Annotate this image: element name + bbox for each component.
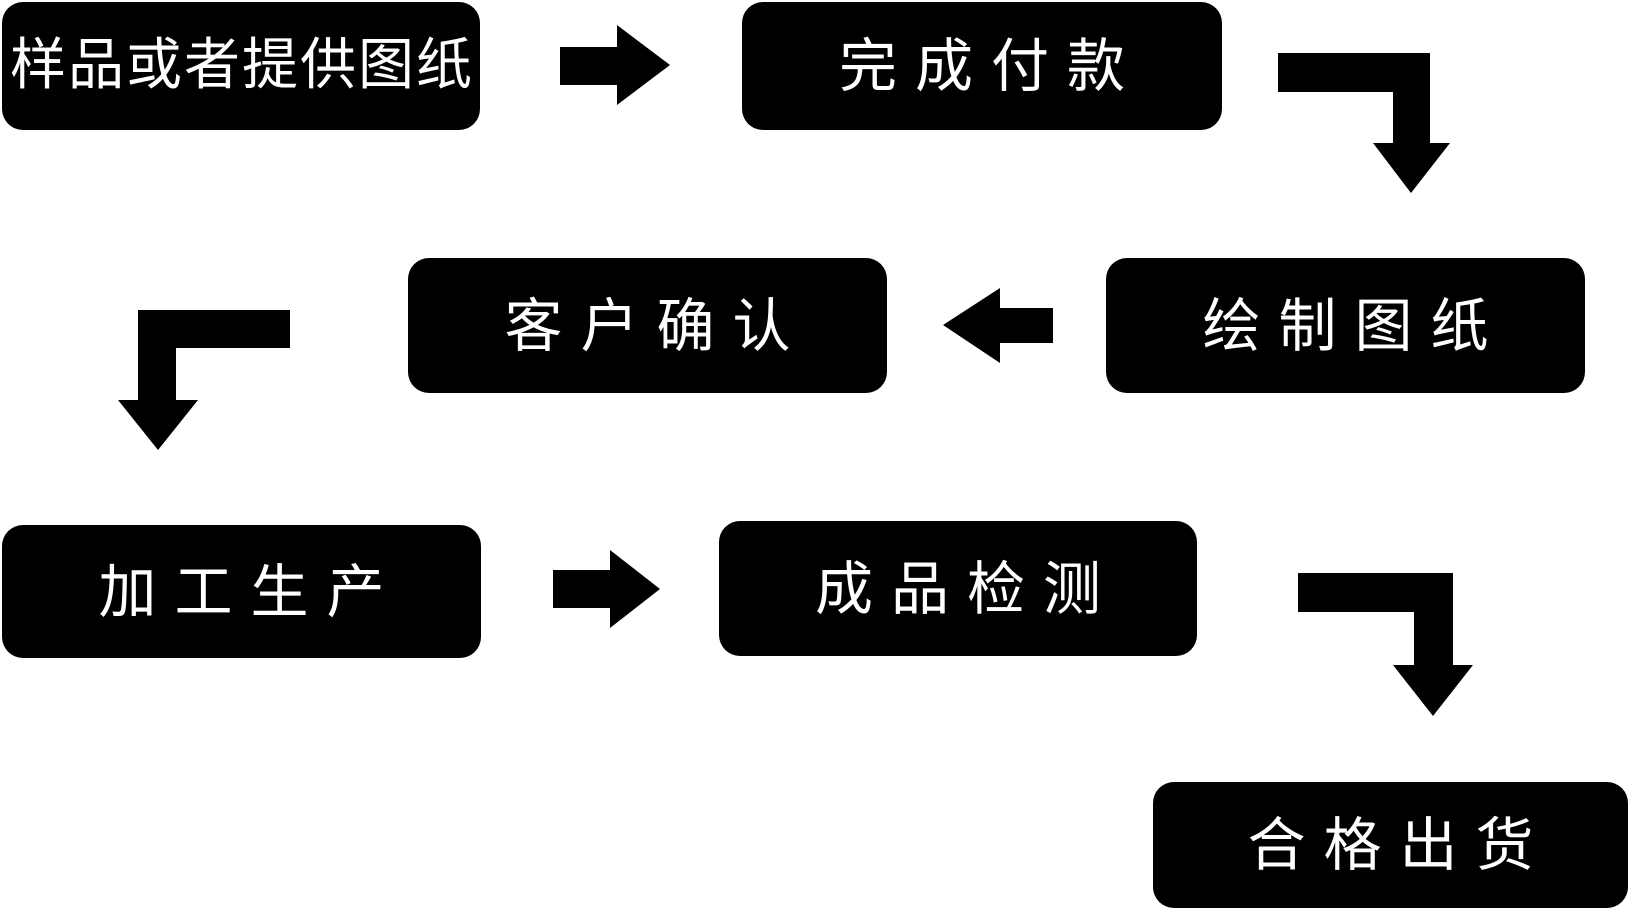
arrow-elbow-down-right-icon (1278, 53, 1450, 193)
node-complete-payment: 完成付款 (742, 2, 1222, 130)
node-product-inspection: 成品检测 (719, 521, 1197, 656)
node-sample-or-drawing: 样品或者提供图纸 (2, 2, 480, 130)
arrow-right-icon (560, 25, 670, 105)
arrow-left-icon (943, 288, 1053, 363)
node-qualified-shipment-label: 合格出货 (1247, 811, 1552, 879)
arrow-elbow-down-right-icon (1298, 573, 1473, 716)
node-product-inspection-label: 成品检测 (814, 554, 1119, 623)
node-complete-payment-label: 完成付款 (838, 32, 1143, 100)
node-processing-production: 加工生产 (2, 525, 481, 658)
node-customer-confirm-label: 客户确认 (504, 291, 809, 360)
node-processing-production-label: 加工生产 (98, 557, 403, 626)
node-qualified-shipment: 合格出货 (1153, 782, 1628, 908)
arrow-elbow-down-left-icon (118, 310, 290, 450)
node-draw-drawing-label: 绘制图纸 (1202, 291, 1507, 360)
node-draw-drawing: 绘制图纸 (1106, 258, 1585, 393)
arrow-right-icon (553, 550, 660, 628)
node-sample-or-drawing-label: 样品或者提供图纸 (10, 33, 474, 98)
node-customer-confirm: 客户确认 (408, 258, 887, 393)
